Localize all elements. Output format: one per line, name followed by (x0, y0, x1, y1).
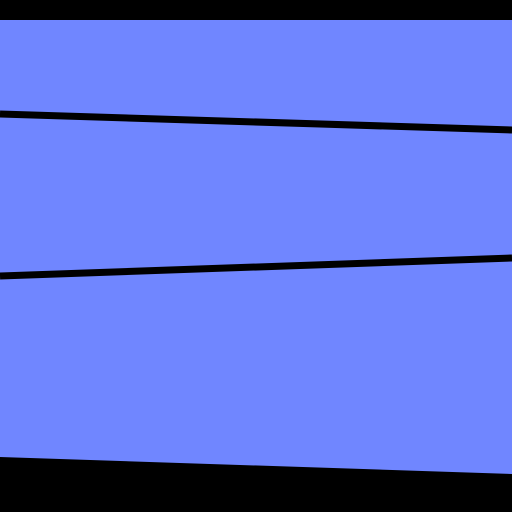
upper-band (0, 20, 512, 130)
upper-divider (0, 110, 512, 134)
middle-band (0, 114, 512, 276)
lower-band (0, 258, 512, 474)
lower-divider (0, 254, 512, 280)
